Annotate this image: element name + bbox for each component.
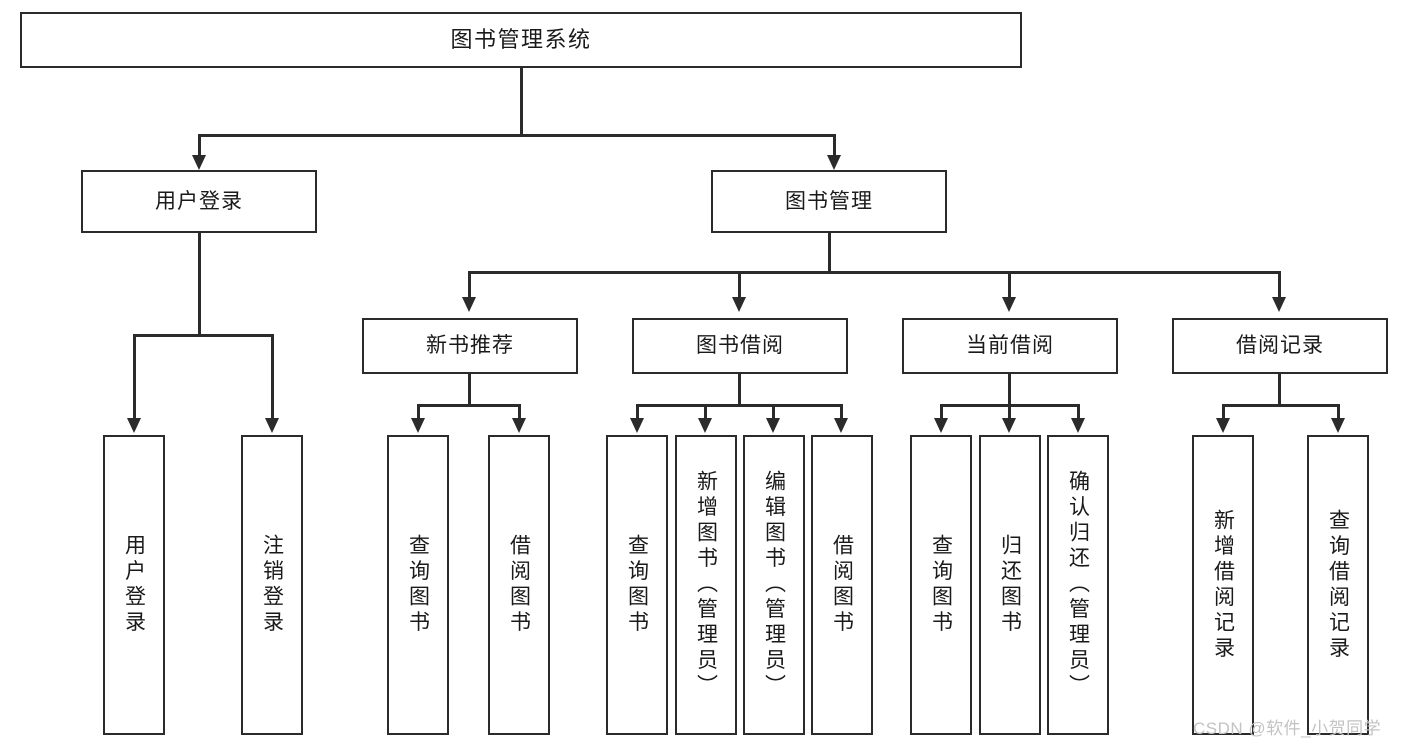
arrowhead-bb-leaf-2 [698,418,712,433]
node-label: 用户登录 [155,189,243,213]
node-label: 查询图书 [929,534,953,636]
arrowhead-root-to-user-login [192,155,206,170]
connector-new-book-bus [417,404,520,407]
arrowhead-bb-leaf-1 [630,418,644,433]
connector-current-borrow-stem [1008,374,1011,406]
leaf-return-book[interactable]: 归还图书 [979,435,1041,735]
node-label: 用户登录 [122,534,146,636]
leaf-add-book-admin[interactable]: 新增图书（管理员） [675,435,737,735]
node-label: 借阅图书 [507,534,531,636]
arrowhead-bm-to-book-borrow [732,297,746,312]
arrowhead-cb-leaf-2 [1002,418,1016,433]
node-book-borrow[interactable]: 图书借阅 [632,318,848,374]
connector-bm-to-new-book [468,271,471,299]
connector-cb-to-leaf-3 [1077,404,1080,420]
arrowhead-root-to-book-management [827,155,841,170]
connector-book-borrow-stem [738,374,741,406]
leaf-borrow-book-recommend[interactable]: 借阅图书 [488,435,550,735]
arrowhead-bm-to-new-book [462,297,476,312]
arrowhead-br-leaf-2 [1331,418,1345,433]
node-label: 新增借阅记录 [1211,508,1235,662]
arrowhead-bb-leaf-4 [834,418,848,433]
connector-newbook-to-leaf-1 [417,404,420,420]
connector-root-to-user-login [198,134,201,157]
node-current-borrow[interactable]: 当前借阅 [902,318,1118,374]
connector-bb-to-leaf-2 [704,404,707,420]
arrowhead-user-login-leaf-1 [127,418,141,433]
connector-book-management-stem [828,233,831,273]
arrowhead-cb-leaf-1 [934,418,948,433]
node-label: 新书推荐 [426,334,514,358]
connector-root-stem [520,68,523,136]
connector-root-to-book-management [833,134,836,157]
node-user-login[interactable]: 用户登录 [81,170,317,233]
leaf-user-login[interactable]: 用户登录 [103,435,165,735]
node-borrow-record[interactable]: 借阅记录 [1172,318,1388,374]
node-label: 归还图书 [998,534,1022,636]
connector-cb-to-leaf-1 [940,404,943,420]
leaf-confirm-return-admin[interactable]: 确认归还（管理员） [1047,435,1109,735]
node-label: 新增图书（管理员） [694,470,718,700]
connector-user-login-bus [133,334,273,337]
connector-bm-to-current-borrow [1008,271,1011,299]
leaf-query-book-current[interactable]: 查询图书 [910,435,972,735]
connector-user-login-to-leaf-1 [133,334,136,420]
connector-bb-to-leaf-4 [840,404,843,420]
node-label: 查询图书 [625,534,649,636]
leaf-query-book-recommend[interactable]: 查询图书 [387,435,449,735]
node-label: 确认归还（管理员） [1066,470,1090,700]
node-root-book-management-system[interactable]: 图书管理系统 [20,12,1022,68]
connector-bm-to-borrow-record [1278,271,1281,299]
arrowhead-bm-to-borrow-record [1272,297,1286,312]
connector-br-to-leaf-2 [1337,404,1340,420]
node-label: 注销登录 [260,534,284,636]
arrowhead-user-login-leaf-2 [265,418,279,433]
node-label: 图书管理 [785,189,873,213]
connector-newbook-to-leaf-2 [518,404,521,420]
node-book-management[interactable]: 图书管理 [711,170,947,233]
watermark-text: CSDN @软件_小贺同学 [1193,719,1382,738]
arrowhead-cb-leaf-3 [1071,418,1085,433]
node-label: 编辑图书（管理员） [762,470,786,700]
connector-bb-to-leaf-1 [636,404,639,420]
connector-user-login-stem [198,233,201,336]
connector-book-management-bus [468,271,1280,274]
leaf-borrow-book[interactable]: 借阅图书 [811,435,873,735]
node-label: 查询借阅记录 [1326,508,1350,662]
node-label: 图书管理系统 [450,26,592,52]
node-label: 借阅图书 [830,534,854,636]
arrowhead-bb-leaf-3 [766,418,780,433]
connector-book-borrow-bus [636,404,841,407]
connector-cb-to-leaf-2 [1008,404,1011,420]
node-label: 查询图书 [406,534,430,636]
connector-user-login-to-leaf-2 [271,334,274,420]
leaf-edit-book-admin[interactable]: 编辑图书（管理员） [743,435,805,735]
node-label: 借阅记录 [1236,334,1324,358]
node-new-book-recommend[interactable]: 新书推荐 [362,318,578,374]
arrowhead-br-leaf-1 [1216,418,1230,433]
connector-br-to-leaf-1 [1222,404,1225,420]
connector-bb-to-leaf-3 [772,404,775,420]
leaf-logout[interactable]: 注销登录 [241,435,303,735]
node-label: 图书借阅 [696,334,784,358]
leaf-query-borrow-record[interactable]: 查询借阅记录 [1307,435,1369,735]
connector-new-book-stem [468,374,471,406]
leaf-add-borrow-record[interactable]: 新增借阅记录 [1192,435,1254,735]
arrowhead-bm-to-current-borrow [1002,297,1016,312]
node-label: 当前借阅 [966,334,1054,358]
connector-root-bus [198,134,835,137]
connector-bm-to-book-borrow [738,271,741,299]
connector-borrow-record-bus [1222,404,1339,407]
arrowhead-newbook-leaf-1 [411,418,425,433]
connector-borrow-record-stem [1278,374,1281,406]
leaf-query-book-borrow[interactable]: 查询图书 [606,435,668,735]
arrowhead-newbook-leaf-2 [512,418,526,433]
